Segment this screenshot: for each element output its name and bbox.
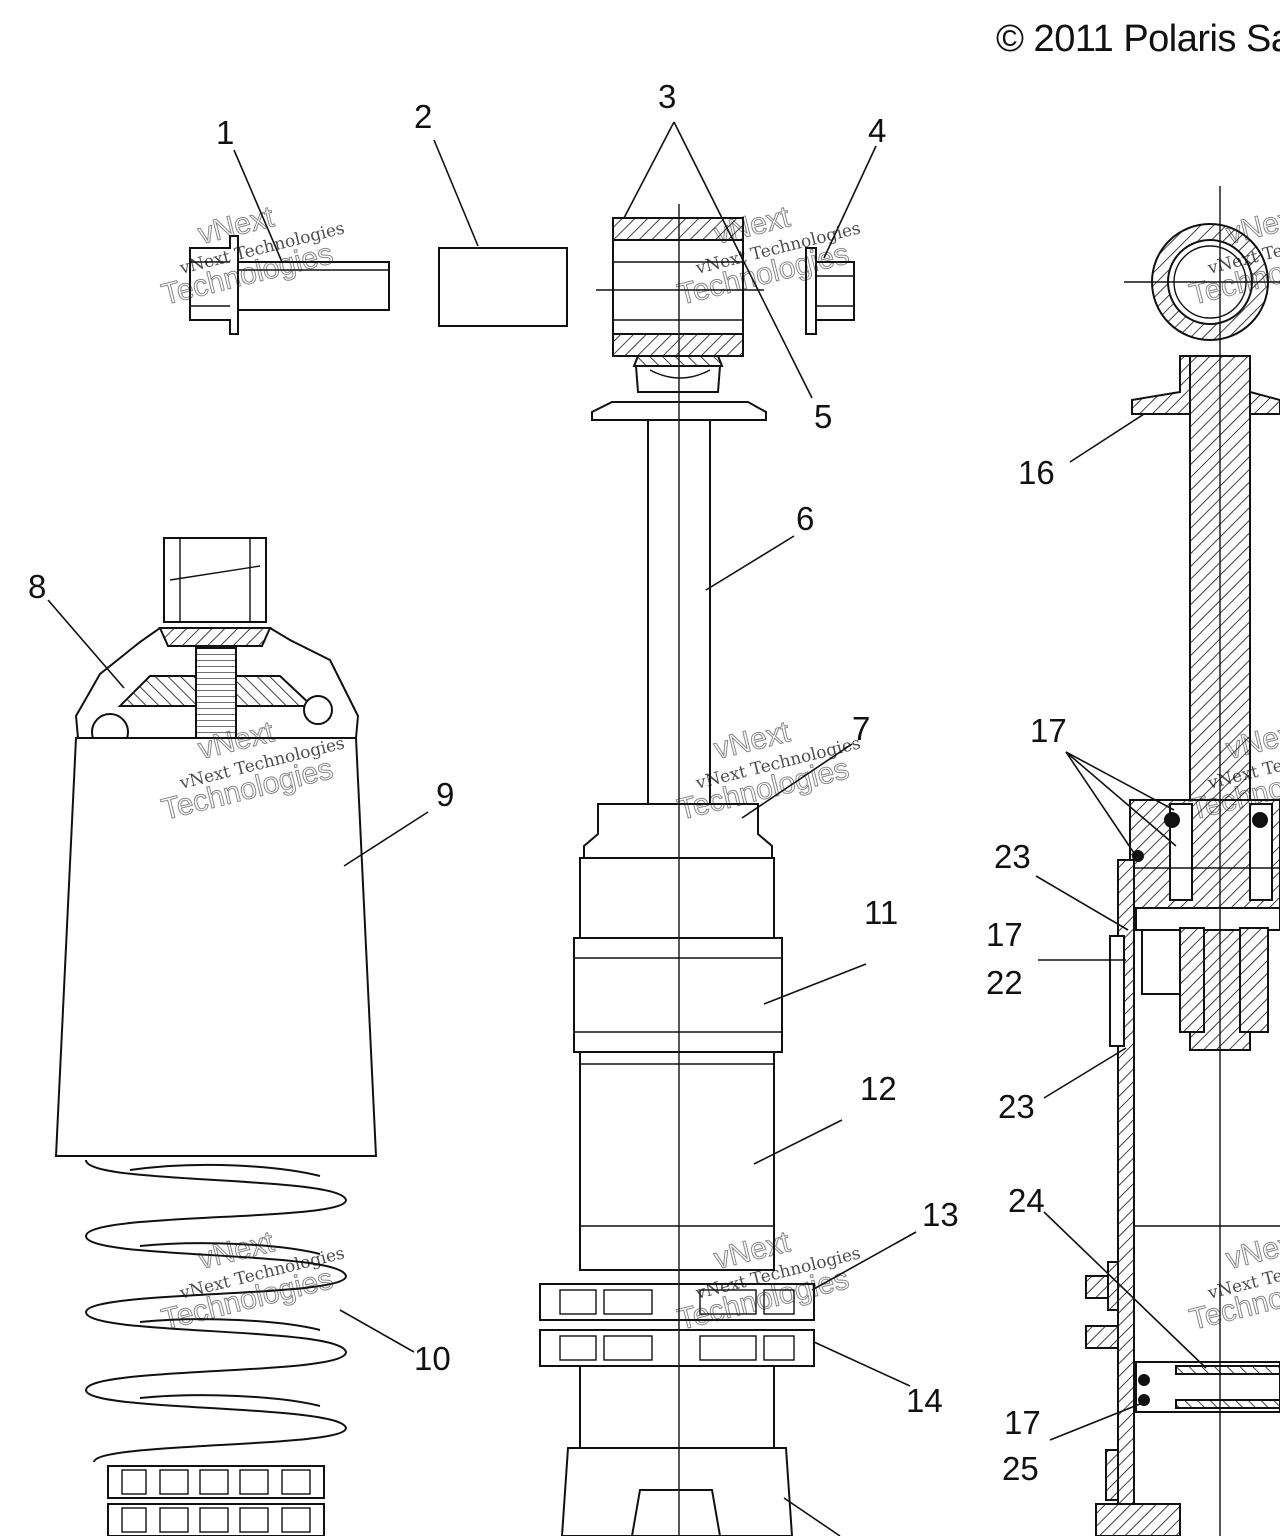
callout-17-bottom: 17 — [1004, 1404, 1041, 1441]
callout-2: 2 — [414, 98, 432, 135]
callout-13: 13 — [922, 1196, 959, 1233]
callout-25: 25 — [1002, 1450, 1039, 1487]
callout-17-mid: 17 — [986, 916, 1023, 953]
callout-3: 3 — [658, 78, 676, 115]
callout-22: 22 — [986, 964, 1023, 1001]
center-shock-body — [539, 204, 815, 1536]
callout-8: 8 — [28, 568, 46, 605]
part-4-nut — [805, 247, 855, 335]
callout-7: 7 — [852, 710, 870, 747]
callout-12: 12 — [860, 1070, 897, 1107]
callout-23-bottom: 23 — [998, 1088, 1035, 1125]
callout-23-top: 23 — [994, 838, 1031, 875]
callout-14: 14 — [906, 1382, 943, 1419]
callout-11: 11 — [864, 894, 898, 931]
part-2-spacer — [438, 247, 568, 327]
copyright-text: © 2011 Polaris Sa — [996, 18, 1280, 60]
callout-5: 5 — [814, 398, 832, 435]
callout-24: 24 — [1008, 1182, 1045, 1219]
watermark-9: vNext vNext Technologies Technologies — [1186, 1225, 1280, 1337]
callout-16: 16 — [1018, 454, 1055, 491]
callout-numbers: 1 2 3 4 5 6 7 8 9 10 11 12 13 14 16 17 2… — [28, 78, 1067, 1487]
callout-10: 10 — [414, 1340, 451, 1377]
right-section-view — [1085, 186, 1280, 1536]
watermark-5: vNext vNext Technologies Technologies — [158, 1225, 347, 1337]
leader-lines — [47, 121, 1207, 1536]
callout-9: 9 — [436, 776, 454, 813]
callout-4: 4 — [868, 112, 886, 149]
left-spring-assembly — [54, 537, 378, 1536]
callout-17-top: 17 — [1030, 712, 1067, 749]
part-1-bolt — [189, 235, 390, 335]
callout-6: 6 — [796, 500, 814, 537]
callout-1: 1 — [216, 114, 234, 151]
